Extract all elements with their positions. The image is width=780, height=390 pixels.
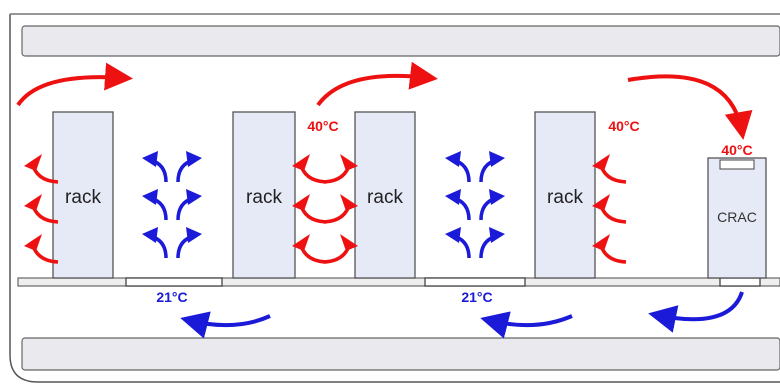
room-outline: [9, 14, 780, 383]
hot-arrow-aisle-a-2: [292, 194, 327, 224]
underfloor-cold-arc-1: [180, 311, 271, 339]
cold-arrow-aisle1-right-3: [176, 227, 202, 259]
hot-arrow-wall-2: [24, 194, 59, 224]
underfloor-cold-arc-2: [480, 311, 573, 339]
cold-arrow-aisle1-left-2: [142, 189, 168, 221]
cold-arrow-aisle2-right-1: [479, 151, 505, 183]
cold-arrow-aisle1-right-2: [176, 189, 202, 221]
crac-return-temp: 40°C: [721, 142, 752, 158]
cold-arrow-aisle1-left-1: [142, 151, 168, 183]
ceiling-plenum: [21, 25, 780, 57]
rack-4: rack: [534, 111, 596, 279]
rack-2-label: rack: [246, 187, 282, 208]
hot-arrow-aisle-c-2: [592, 194, 627, 224]
cold-arrow-aisle2-left-3: [445, 227, 471, 259]
hot-arrow-aisle-b-1: [323, 154, 358, 184]
hot-air-arc-2: [316, 61, 438, 107]
hot-arrow-aisle-a-1: [292, 154, 327, 184]
rack-3: rack: [354, 111, 416, 279]
cold-arrow-aisle2-left-1: [445, 151, 471, 183]
rack-3-label: rack: [367, 187, 403, 208]
hot-arrow-wall-3: [24, 234, 59, 264]
rack-1-label: rack: [65, 187, 101, 208]
cold-arrow-aisle2-left-2: [445, 189, 471, 221]
cold-arrow-aisle1-right-1: [176, 151, 202, 183]
hot-air-to-crac-arc: [627, 74, 753, 140]
hot-arrow-wall-1: [24, 154, 59, 184]
hot-arrow-aisle-c-3: [592, 234, 627, 264]
hot-arrow-aisle-b-2: [323, 194, 358, 224]
perforated-tile-2: [424, 277, 526, 287]
crac-supply-arc: [648, 291, 744, 333]
rack-1: rack: [52, 111, 114, 279]
crac-unit: CRAC: [707, 157, 767, 279]
cold-supply-temp-2: 21°C: [461, 289, 492, 305]
hot-aisle-temp-2: 40°C: [608, 118, 639, 134]
hot-exhaust-arrows: [24, 154, 627, 264]
rack-2: rack: [232, 111, 296, 279]
hot-arrow-aisle-b-3: [323, 234, 358, 264]
hot-arrow-aisle-a-3: [292, 234, 327, 264]
hot-arrow-aisle-c-1: [592, 154, 627, 184]
cold-arrow-aisle2-right-3: [479, 227, 505, 259]
floor-base-plate: [21, 337, 780, 371]
cold-arrow-aisle1-left-3: [142, 227, 168, 259]
hot-aisle-temp-1: 40°C: [307, 118, 338, 134]
cold-arrow-aisle2-right-2: [479, 189, 505, 221]
crac-label: CRAC: [717, 209, 757, 225]
perforated-tile-1: [125, 277, 223, 287]
crac-intake-grille: [719, 159, 755, 170]
cold-supply-arrows: [142, 151, 505, 259]
crac-floor-vent: [719, 277, 761, 287]
cold-supply-temp-1: 21°C: [156, 289, 187, 305]
hot-air-arc-1: [16, 62, 133, 107]
rack-4-label: rack: [547, 187, 583, 208]
